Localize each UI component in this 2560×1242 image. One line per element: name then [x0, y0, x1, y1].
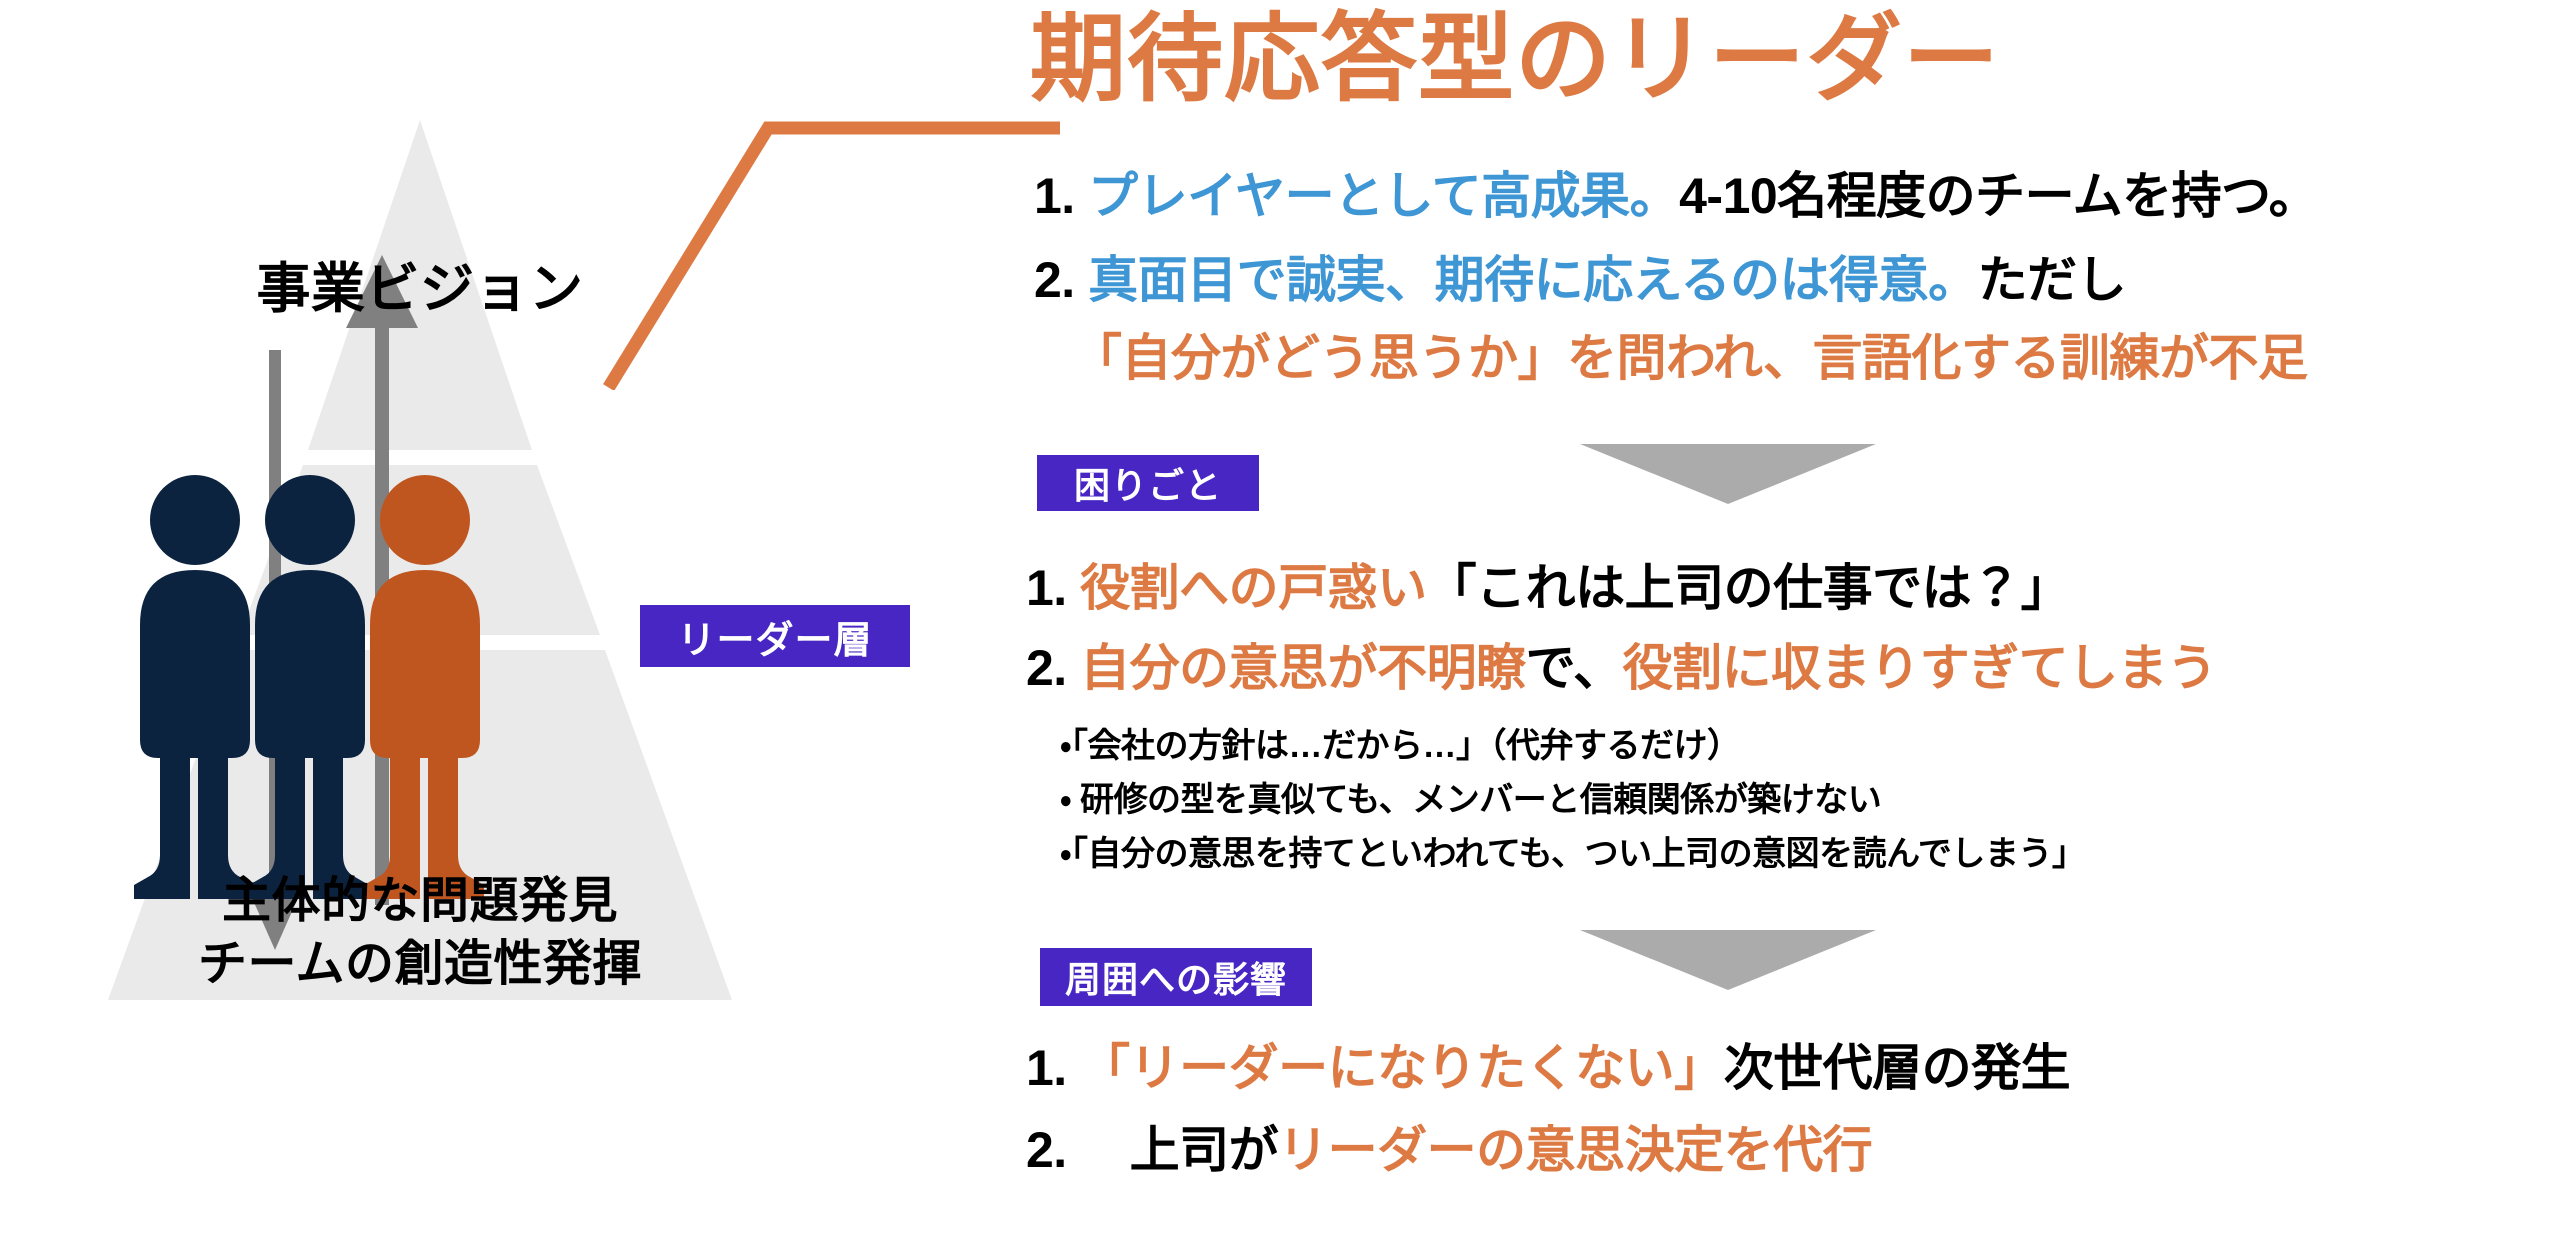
- content-panel: 期待応答型のリーダー 1. プレイヤーとして高成果。4-10名程度のチームを持つ…: [1012, 0, 2560, 1242]
- trouble-section-badge: 困りごと: [1037, 455, 1259, 511]
- impact-item-1-marker: 1.: [1026, 1040, 1067, 1096]
- vision-label: 事業ビジョン: [256, 259, 584, 319]
- trouble-down-arrow-icon: [1580, 444, 1876, 504]
- impact-down-arrow-icon: [1580, 930, 1876, 990]
- intro-item-2: 2. 真面目で誠実、期待に応えるのは得意。ただし: [1034, 252, 2127, 308]
- member-figure-1: [134, 475, 254, 899]
- trouble-subitem-1: ・「会社の方針は…だから…」（代弁するだけ）: [1060, 727, 1741, 765]
- trouble-item-1: 1. 役割への戸惑い「これは上司の仕事では？」: [1026, 560, 2071, 616]
- impact-section-badge: 周囲への影響: [1040, 948, 1312, 1006]
- intro-item-1: 1. プレイヤーとして高成果。4-10名程度のチームを持つ。: [1034, 168, 2319, 224]
- leader-tier-badge: リーダー層: [640, 605, 910, 667]
- impact-item-2-marker: 2.: [1026, 1122, 1067, 1178]
- leader-figure: [364, 475, 484, 899]
- intro-item-3-segment-1: 「自分がどう思うか」を問われ、言語化する訓練が不足: [1072, 330, 2308, 386]
- intro-item-2-marker: 2.: [1034, 252, 1075, 308]
- impact-item-2-segment-2: リーダーの意思決定を代行: [1278, 1122, 1873, 1178]
- member-figure-2: [249, 475, 369, 899]
- trouble-item-1-marker: 1.: [1026, 560, 1067, 616]
- trouble-item-2-segment-3: 役割に収まりすぎてしまう: [1622, 640, 2218, 696]
- intro-item-3: 「自分がどう思うか」を問われ、言語化する訓練が不足: [1072, 330, 2308, 386]
- intro-item-1-segment-1: プレイヤーとして高成果。: [1088, 168, 1680, 224]
- intro-item-1-marker: 1.: [1034, 168, 1075, 224]
- trouble-item-1-segment-1: 役割への戸惑い: [1080, 560, 1427, 616]
- pyramid-top-band: [308, 120, 532, 450]
- trouble-item-2-marker: 2.: [1026, 640, 1067, 696]
- trouble-subitem-3: ・「自分の意思を持てといわれても、つい上司の意図を読んでしまう」: [1060, 835, 2086, 873]
- base-label-line-2: チームの創造性発揮: [197, 936, 643, 991]
- impact-item-1-segment-1: 「リーダーになりたくない」: [1080, 1040, 1724, 1096]
- trouble-item-2-segment-1: 自分の意思が不明瞭: [1080, 640, 1526, 696]
- page-title: 期待応答型のリーダー: [1030, 6, 2000, 113]
- trouble-item-2-segment-2: で、: [1525, 640, 1624, 696]
- intro-item-2-segment-2: ただし: [1977, 252, 2127, 308]
- impact-item-2-segment-1: 上司が: [1080, 1122, 1279, 1178]
- impact-item-1: 1. 「リーダーになりたくない」次世代層の発生: [1026, 1040, 2071, 1096]
- trouble-item-2: 2. 自分の意思が不明瞭で、役割に収まりすぎてしまう: [1026, 640, 2217, 696]
- intro-item-2-segment-1: 真面目で誠実、期待に応えるのは得意。: [1088, 252, 1978, 308]
- trouble-item-1-segment-2: 「これは上司の仕事では？」: [1426, 560, 2071, 616]
- pyramid-graphic: [108, 120, 732, 1000]
- base-label-line-1: 主体的な問題発見: [221, 874, 618, 928]
- trouble-subitem-2: ・ 研修の型を真似ても、メンバーと信頼関係が築けない: [1060, 781, 1882, 819]
- pyramid-diagram-panel: 事業ビジョン 主体的な問題発見 チームの創造性発揮 リーダー層: [0, 0, 1010, 1242]
- intro-item-1-segment-2: 4-10名程度のチームを持つ。: [1679, 168, 2319, 224]
- impact-item-1-segment-2: 次世代層の発生: [1723, 1040, 2071, 1096]
- impact-item-2: 2. 上司がリーダーの意思決定を代行: [1026, 1122, 1873, 1178]
- pyramid-base-label: 主体的な問題発見 チームの創造性発揮: [120, 870, 720, 995]
